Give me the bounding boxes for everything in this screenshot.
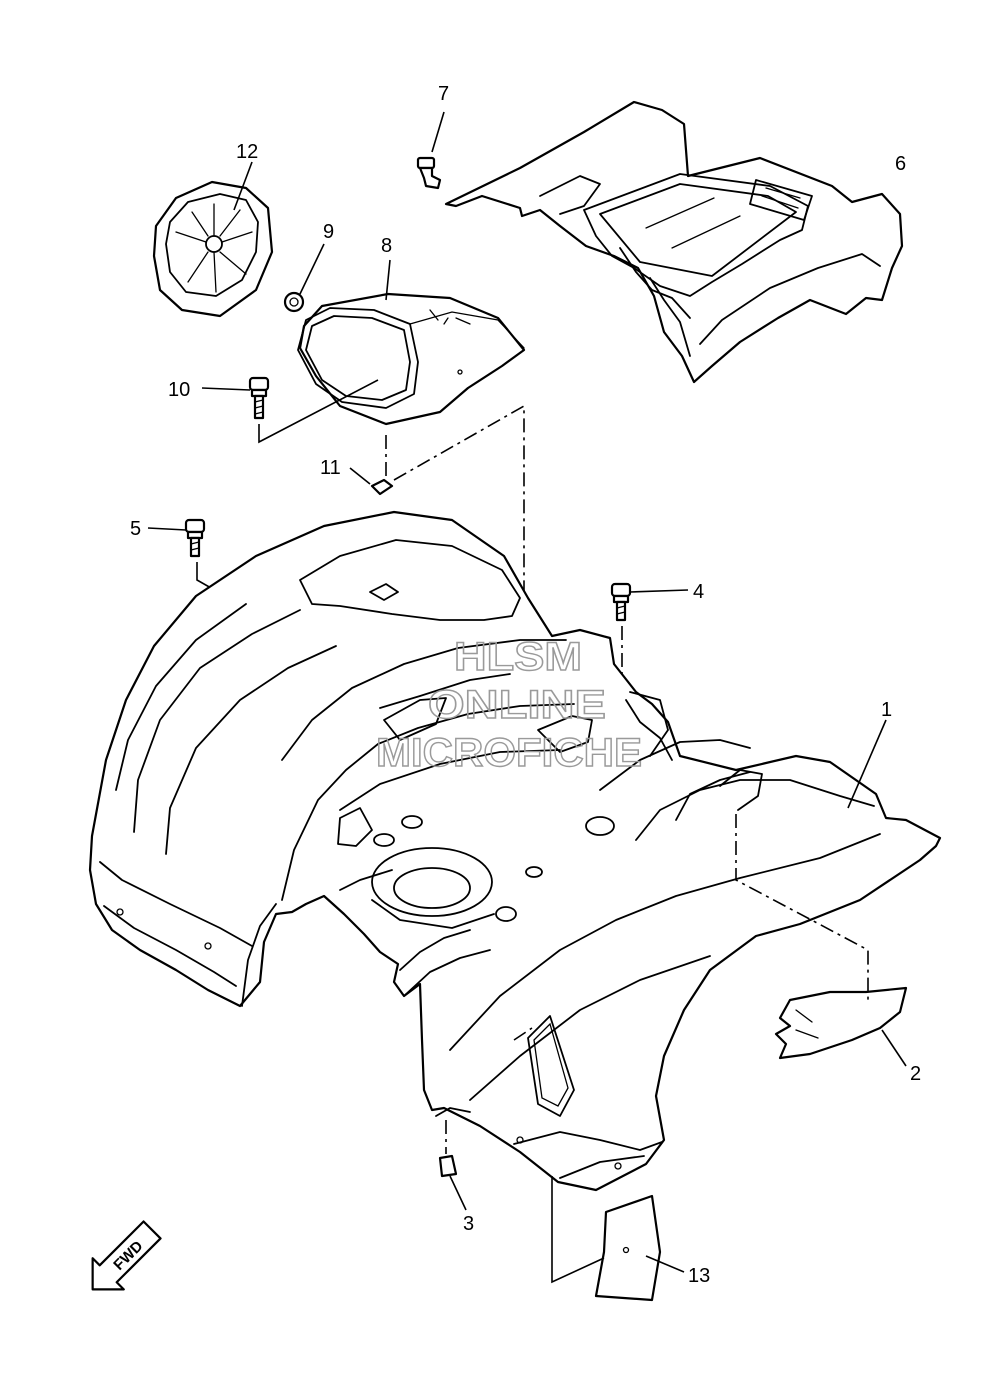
watermark-line-1: HLSM [454,635,582,679]
callout-1[interactable]: 1 [881,699,892,721]
part-12-cover-cap[interactable] [152,161,274,318]
part-7-screw[interactable] [416,111,445,190]
part-3-clip-nut[interactable] [438,1027,533,1211]
watermark-line-2: ONLINE [428,683,606,727]
part-9-grommet[interactable] [283,243,325,313]
callout-labels: 1 2 3 4 5 6 7 8 9 10 11 12 13 [130,83,921,1287]
part-2-mud-flap[interactable] [735,814,908,1067]
part-13-inner-flap[interactable] [551,1176,685,1302]
part-8-storage-tray[interactable] [297,259,526,426]
part-1-rear-fender[interactable] [88,510,942,1192]
part-10-bolt[interactable] [201,376,379,444]
callout-3[interactable]: 3 [463,1213,474,1235]
watermark: HLSM ONLINE MICROFICHE [375,634,642,775]
watermark-line-3: MICROFICHE [376,731,642,775]
callout-7[interactable]: 7 [438,83,449,105]
part-6-rear-carrier[interactable] [444,100,904,384]
callout-9[interactable]: 9 [323,221,334,243]
callout-4[interactable]: 4 [693,581,704,603]
callout-12[interactable]: 12 [236,141,258,163]
forward-arrow-icon: FWD [91,1220,162,1291]
callout-2[interactable]: 2 [910,1063,921,1085]
callout-6[interactable]: 6 [895,153,906,175]
callout-13[interactable]: 13 [688,1265,710,1287]
callout-10[interactable]: 10 [168,379,190,401]
callout-5[interactable]: 5 [130,518,141,540]
callout-11[interactable]: 11 [320,457,341,479]
callout-8[interactable]: 8 [381,235,392,257]
